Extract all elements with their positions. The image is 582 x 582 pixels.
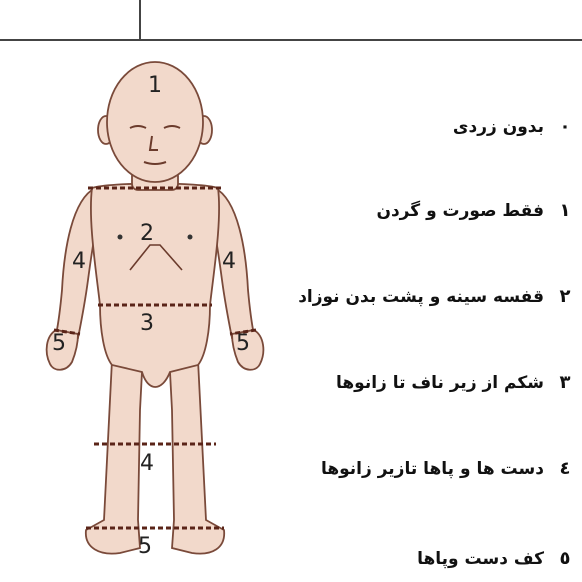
legend-number: ٣ <box>554 372 576 393</box>
zone-label-left-hand: 5 <box>52 331 66 356</box>
legend-number: ٤ <box>554 458 576 479</box>
legend-item-4: ٤ دست ها و پاها تازیر زانوها <box>321 458 576 479</box>
left-nipple <box>118 235 123 240</box>
zone-label-left-arm: 4 <box>72 249 86 274</box>
torso <box>91 184 219 388</box>
legend-item-5: ٥ کف دست وپاها <box>417 548 576 569</box>
legend-item-1: ١ فقط صورت و گردن <box>376 200 576 221</box>
legend-number: ٢ <box>554 286 576 307</box>
zone-label-right-arm: 4 <box>222 249 236 274</box>
zone-label-chest: 2 <box>140 221 154 246</box>
legend-text: قفسه سینه و پشت بدن نوزاد <box>298 287 544 307</box>
legend-item-0: ٠ بدون زردی <box>453 116 576 137</box>
legend-text: شکم از زیر ناف تا زانوها <box>336 373 544 393</box>
legend-number: ٥ <box>554 548 576 569</box>
legend-text: فقط صورت و گردن <box>376 201 544 221</box>
zone-label-head: 1 <box>148 73 162 98</box>
right-nipple <box>188 235 193 240</box>
infant-figure <box>47 62 264 554</box>
legend-text: کف دست وپاها <box>417 549 544 569</box>
zone-label-feet: 5 <box>138 534 152 559</box>
legend-text: دست ها و پاها تازیر زانوها <box>321 459 544 479</box>
legend-item-2: ٢ قفسه سینه و پشت بدن نوزاد <box>298 286 576 307</box>
zone-label-legs: 4 <box>140 451 154 476</box>
left-leg <box>86 360 142 554</box>
legend-number: ٠ <box>554 116 576 137</box>
legend-number: ١ <box>554 200 576 221</box>
zone-label-right-hand: 5 <box>236 331 250 356</box>
legend-text: بدون زردی <box>453 117 544 137</box>
right-leg <box>170 360 224 554</box>
zone-label-abdomen: 3 <box>140 311 154 336</box>
legend-item-3: ٣ شکم از زیر ناف تا زانوها <box>336 372 576 393</box>
